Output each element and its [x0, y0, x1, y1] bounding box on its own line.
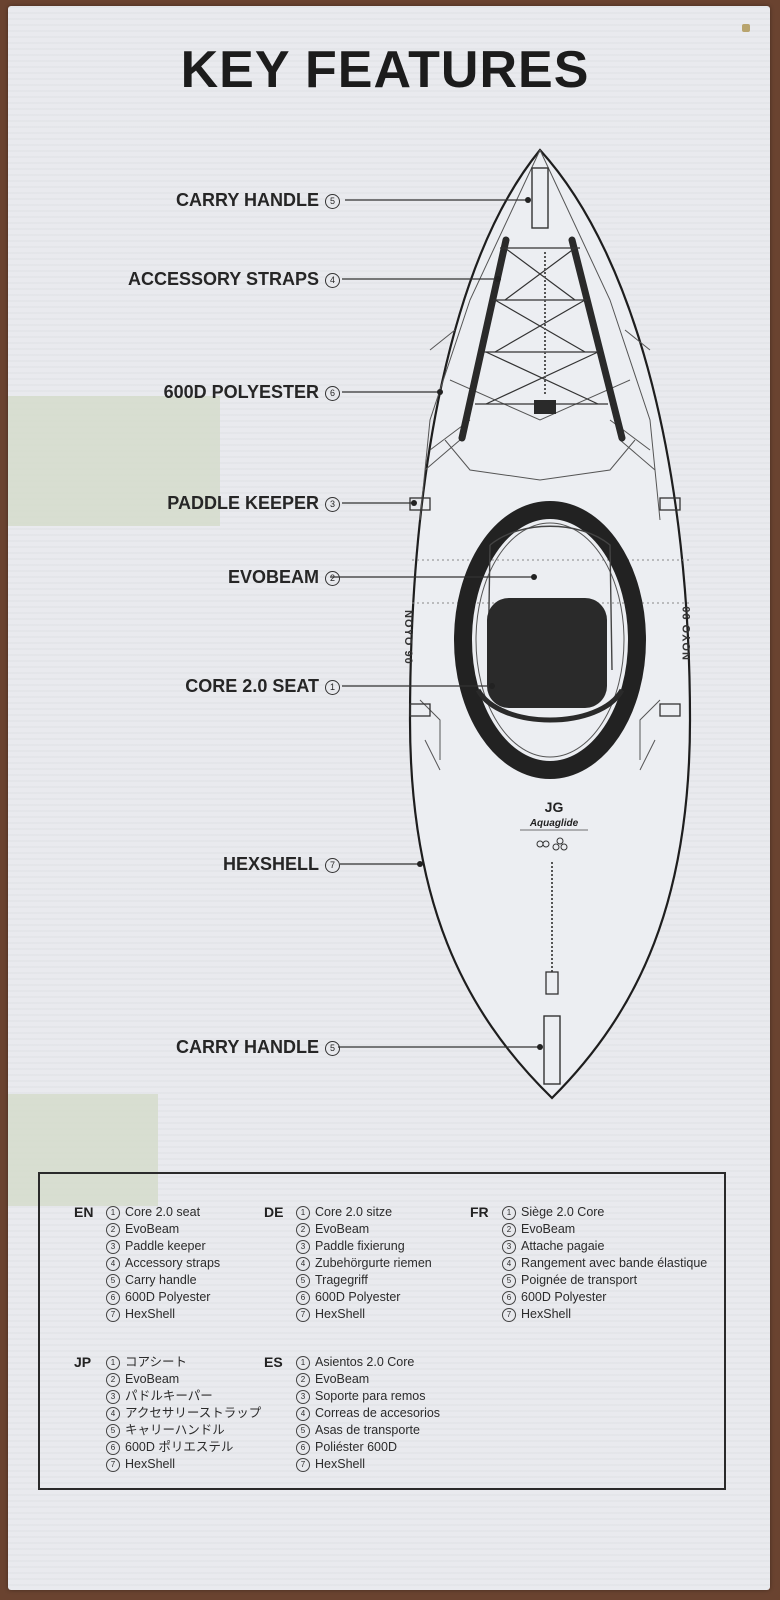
callout-number: 5: [325, 1041, 340, 1056]
page-title: KEY FEATURES: [180, 41, 590, 99]
leader-lines: [330, 199, 540, 1048]
callout-number: 7: [325, 858, 340, 873]
core-seat: [475, 525, 625, 723]
language-code: FR: [470, 1204, 489, 1220]
callout-number: 1: [325, 680, 340, 695]
language-code: EN: [74, 1204, 94, 1220]
callout-number: 3: [325, 497, 340, 512]
evobeam-cockpit: [454, 501, 646, 779]
brand-name: Aquaglide: [529, 818, 579, 829]
callout-number: 2: [325, 571, 340, 586]
brand-logo: JG: [545, 799, 564, 815]
accessory-straps: [458, 236, 626, 442]
language-code: ES: [264, 1354, 283, 1370]
leader-dots: [411, 197, 543, 1050]
model-name-left: NOYO 90: [402, 610, 414, 665]
paddle-keepers: [409, 497, 681, 717]
model-name-right: NOYO 90: [681, 605, 693, 660]
stern-details: [543, 862, 561, 1085]
callout-number: 5: [325, 194, 340, 209]
language-code: JP: [74, 1354, 92, 1370]
callout-number: 4: [325, 273, 340, 288]
carry-handle-front: [531, 167, 549, 229]
callout-number: 6: [325, 386, 340, 401]
language-code: DE: [264, 1204, 284, 1220]
corner-mark: [742, 24, 750, 32]
brand-mark: JG Aquaglide: [520, 799, 588, 851]
tape-patch: [8, 396, 220, 526]
tape-patch: [8, 1094, 158, 1206]
